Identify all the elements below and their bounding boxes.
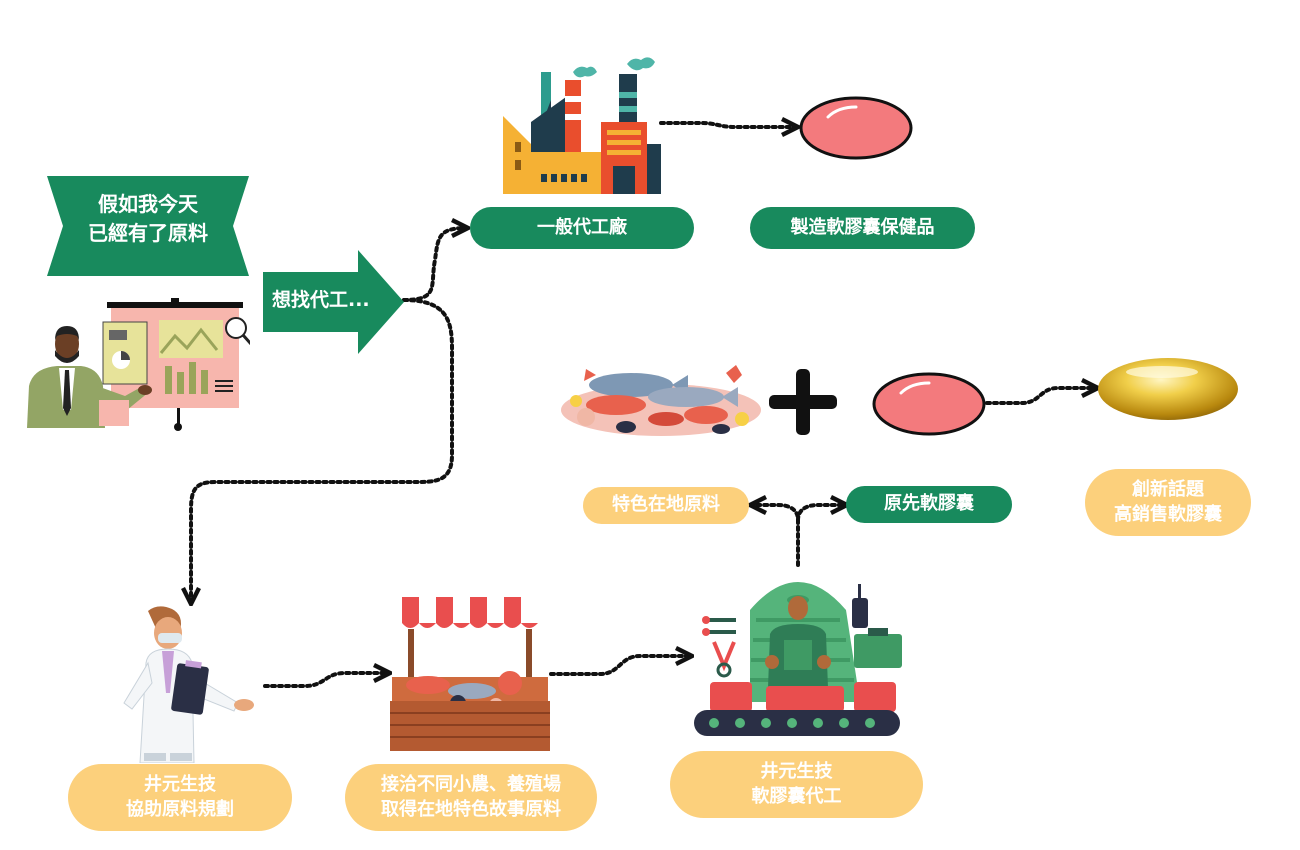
banner-line2: 已經有了原料 bbox=[88, 221, 208, 245]
banner-ribbon bbox=[47, 176, 249, 276]
node-make-capsule: 製造軟膠囊保健品 bbox=[750, 207, 975, 249]
presenter-icon bbox=[27, 298, 250, 431]
node-innovation-line1: 創新話題 bbox=[1132, 479, 1204, 501]
node-farmers-line1: 接洽不同小農、養殖場 bbox=[381, 774, 561, 796]
node-jingyuan-planning-line1: 井元生技 bbox=[144, 774, 216, 796]
seafood-icon bbox=[561, 365, 761, 436]
node-farmers: 接洽不同小農、養殖場 取得在地特色故事原料 bbox=[345, 764, 597, 831]
connector-machine-right bbox=[796, 505, 845, 522]
node-jingyuan-planning: 井元生技 協助原料規劃 bbox=[68, 764, 292, 831]
doctor-icon bbox=[123, 606, 254, 763]
connector-capsule-to-gold bbox=[985, 388, 1096, 405]
connector-market-to-machine bbox=[549, 656, 690, 676]
node-local-material-label: 特色在地原料 bbox=[612, 494, 720, 516]
connector-planning-to-market bbox=[263, 673, 388, 688]
node-jingyuan-oem-line1: 井元生技 bbox=[760, 761, 833, 783]
pink-capsule-icon-2 bbox=[872, 372, 986, 436]
worker-machine-icon bbox=[694, 582, 902, 736]
gold-capsule-icon bbox=[1098, 358, 1238, 420]
banner-line1: 假如我今天 bbox=[98, 192, 198, 216]
connector-arrow-to-factory bbox=[402, 228, 466, 302]
node-original-capsule: 原先軟膠囊 bbox=[846, 486, 1012, 523]
node-jingyuan-oem-line2: 軟膠囊代工 bbox=[751, 785, 842, 807]
arrow-label: 想找代工... bbox=[272, 289, 370, 311]
node-make-capsule-label: 製造軟膠囊保健品 bbox=[790, 216, 935, 238]
connector-factory-to-capsule bbox=[659, 123, 796, 127]
market-stall-icon bbox=[390, 597, 550, 751]
node-general-factory-label: 一般代工廠 bbox=[537, 216, 627, 238]
node-innovation: 創新話題 高銷售軟膠囊 bbox=[1085, 469, 1251, 536]
pink-capsule-icon bbox=[799, 96, 913, 160]
connector-machine-up bbox=[752, 505, 800, 567]
big-green-arrow bbox=[263, 250, 404, 354]
node-original-capsule-label: 原先軟膠囊 bbox=[884, 493, 974, 515]
node-general-factory: 一般代工廠 bbox=[470, 207, 694, 249]
node-local-material: 特色在地原料 bbox=[583, 487, 749, 524]
node-jingyuan-planning-line2: 協助原料規劃 bbox=[126, 798, 234, 820]
factory-icon bbox=[503, 57, 661, 194]
node-farmers-line2: 取得在地特色故事原料 bbox=[381, 798, 561, 820]
node-innovation-line2: 高銷售軟膠囊 bbox=[1114, 503, 1222, 525]
node-jingyuan-oem: 井元生技 軟膠囊代工 bbox=[670, 751, 923, 818]
plus-icon bbox=[769, 369, 837, 435]
banner-text: 假如我今天 已經有了原料 bbox=[47, 190, 249, 248]
connector-arrow-to-planning bbox=[191, 298, 455, 602]
